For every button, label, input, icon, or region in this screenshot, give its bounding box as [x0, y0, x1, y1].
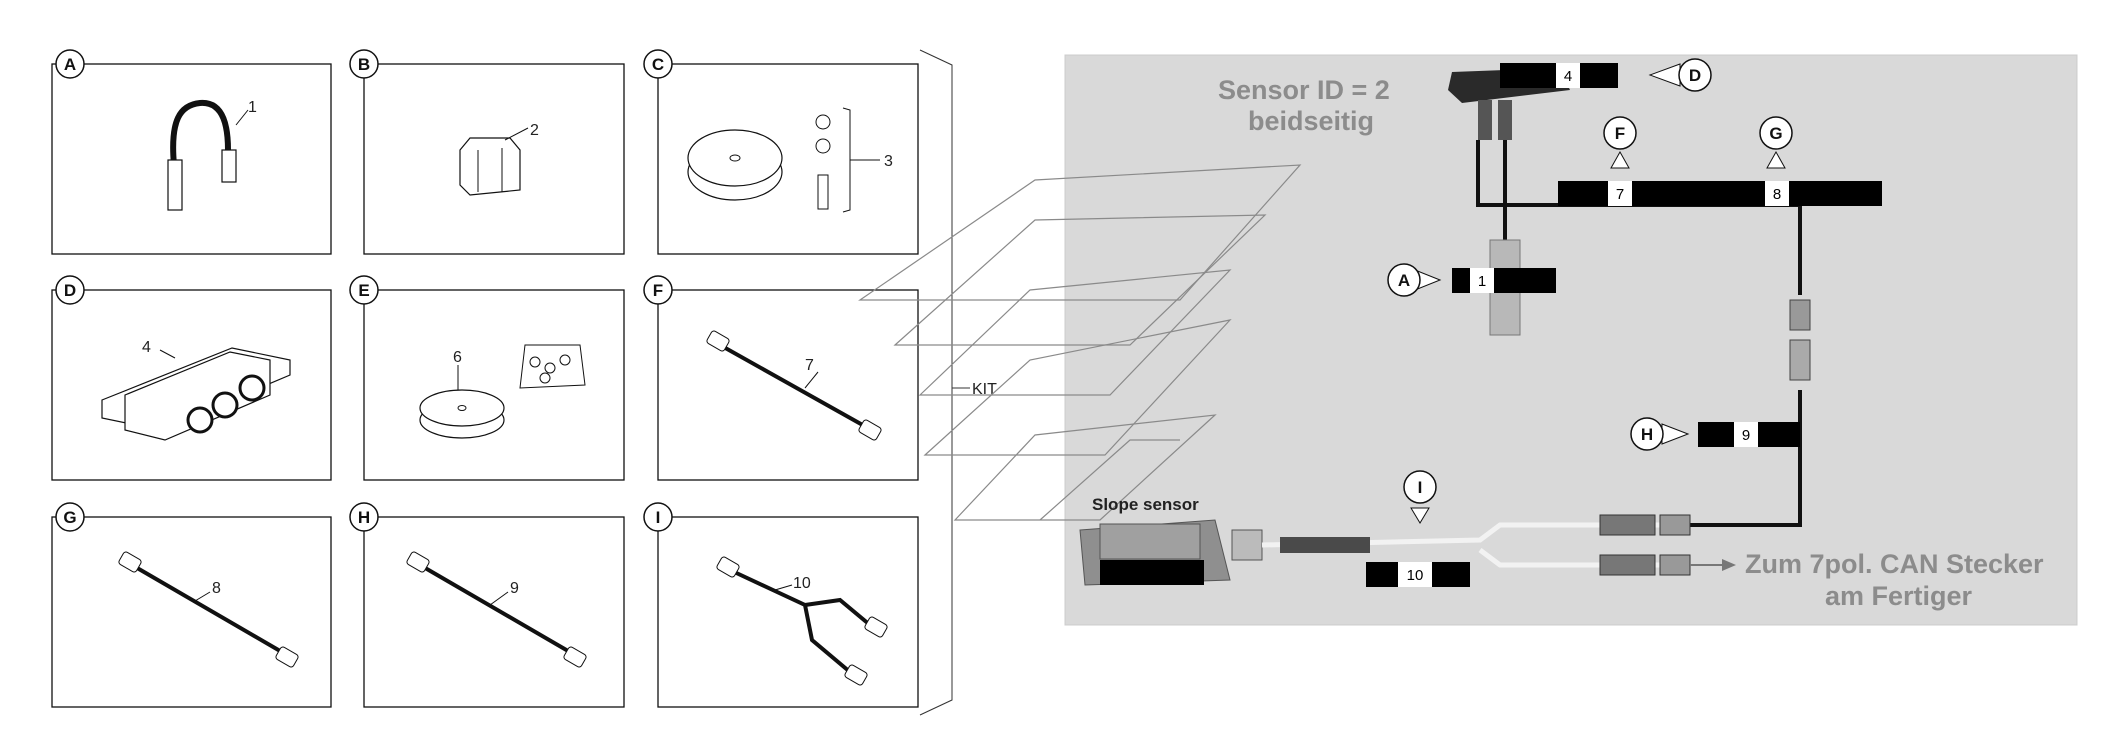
- panel-g: G 8: [51, 502, 332, 708]
- svg-text:7: 7: [1616, 186, 1624, 203]
- panel-letter: D: [64, 281, 76, 300]
- svg-text:D: D: [1689, 66, 1701, 85]
- svg-text:1: 1: [1478, 273, 1486, 290]
- svg-text:8: 8: [1773, 186, 1781, 203]
- svg-text:F: F: [1615, 124, 1625, 143]
- panel-d: D 4: [51, 275, 332, 481]
- part-number: 7: [805, 357, 814, 374]
- can-connector-subtext: am Fertiger: [1825, 581, 1973, 611]
- panel-letter: E: [358, 281, 369, 300]
- panel-c: C 3: [643, 49, 919, 255]
- callout-h: 9 H: [1630, 417, 1800, 451]
- slope-sensor-label-box: [1100, 560, 1204, 585]
- panel-letter: G: [63, 508, 76, 527]
- panel-letter: I: [656, 508, 661, 527]
- part-number: 9: [510, 580, 519, 597]
- sensor-id-subtext: beidseitig: [1248, 106, 1374, 136]
- kit-bracket: KIT: [919, 49, 997, 716]
- slope-sensor-label: Slope sensor: [1092, 495, 1199, 514]
- svg-text:A: A: [1398, 271, 1410, 290]
- part-number: 6: [453, 349, 462, 366]
- panel-letter: A: [64, 55, 76, 74]
- callout-g: 8 G: [1759, 116, 1880, 206]
- svg-text:4: 4: [1564, 68, 1572, 85]
- cable-connector: [1789, 299, 1811, 331]
- panel-f: F 7: [643, 275, 919, 481]
- can-connector-text: Zum 7pol. CAN Stecker: [1745, 549, 2044, 579]
- kit-label: KIT: [972, 381, 997, 398]
- svg-text:G: G: [1769, 124, 1782, 143]
- svg-text:9: 9: [1742, 427, 1750, 444]
- svg-text:I: I: [1418, 478, 1423, 497]
- svg-text:10: 10: [1407, 567, 1424, 584]
- panel-i: I 10: [643, 502, 919, 708]
- svg-text:H: H: [1641, 425, 1653, 444]
- part-number: 10: [793, 575, 811, 592]
- cable-connector: [1789, 339, 1811, 381]
- panel-letter: B: [358, 55, 370, 74]
- part-number: 4: [142, 339, 151, 356]
- callout-i: 10 I: [1366, 470, 1470, 587]
- part-number: 8: [212, 580, 221, 597]
- panel-a: A 1: [51, 49, 332, 255]
- part-number: 3: [884, 153, 893, 170]
- sensor-id-text: Sensor ID = 2: [1218, 75, 1390, 105]
- kit-perspective-lines: [858, 164, 1302, 521]
- panel-e: E 6: [349, 275, 625, 481]
- panel-letter: F: [653, 281, 663, 300]
- panel-b: B 2: [349, 49, 625, 255]
- panel-h: H 9: [349, 502, 625, 708]
- part-number: 2: [530, 122, 539, 139]
- part-number: 1: [248, 99, 257, 116]
- callout-d: 4 D: [1500, 58, 1712, 92]
- cable-harness: [1231, 514, 1736, 576]
- panel-letter: H: [358, 508, 370, 527]
- callout-a: 1 A: [1387, 263, 1556, 297]
- panel-letter: C: [652, 55, 664, 74]
